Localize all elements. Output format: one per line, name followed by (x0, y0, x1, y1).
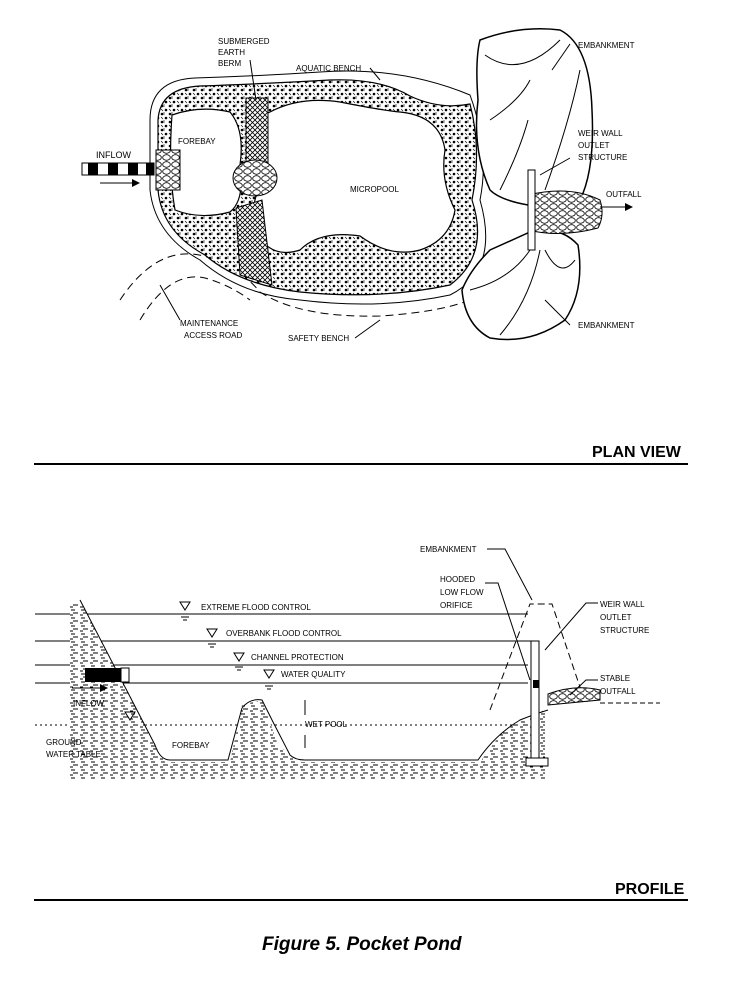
label-ground-water-1: GROUND (46, 738, 82, 747)
label-hooded-2: LOW FLOW (440, 588, 484, 597)
label-extreme-flood: EXTREME FLOOD CONTROL (201, 603, 311, 612)
label-weir-wall-3: STRUCTURE (578, 153, 627, 162)
forebay (169, 108, 242, 217)
embankment-profile (489, 603, 586, 711)
label-forebay: FOREBAY (178, 137, 216, 146)
label-maintenance-road-2: ACCESS ROAD (184, 331, 242, 340)
outfall-riprap (527, 190, 603, 235)
label-micropool: MICROPOOL (350, 185, 399, 194)
label-safety-bench: SAFETY BENCH (288, 334, 349, 343)
safety-bench-outline (149, 70, 487, 305)
pond-bottom-profile (79, 599, 549, 761)
label-embankment-bottom: EMBANKMENT (578, 321, 635, 330)
label-submerged-berm-1: SUBMERGED (218, 37, 270, 46)
water-level-symbols (124, 601, 275, 721)
plan-view-title: PLAN VIEW (592, 444, 682, 461)
label-weir-wall-2: OUTLET (600, 613, 632, 622)
figure-caption: Figure 5. Pocket Pond (262, 934, 462, 955)
label-wet-pool: WET POOL (305, 720, 348, 729)
label-ground-water-2: WATER TABLE (46, 750, 101, 759)
label-submerged-berm-2: EARTH (218, 48, 245, 57)
label-overbank-flood: OVERBANK FLOOD CONTROL (226, 629, 342, 638)
label-hooded-1: HOODED (440, 575, 475, 584)
label-outfall: OUTFALL (606, 190, 642, 199)
label-aquatic-bench: AQUATIC BENCH (296, 64, 361, 73)
label-embankment-top: EMBANKMENT (578, 41, 635, 50)
plan-labels: SUBMERGED EARTH BERM AQUATIC BENCH EMBAN… (96, 37, 642, 343)
ground-soil (70, 600, 545, 780)
label-inflow: INFLOW (73, 699, 105, 708)
label-forebay: FOREBAY (172, 741, 210, 750)
micropool (250, 99, 456, 254)
label-water-quality: WATER QUALITY (281, 670, 346, 679)
profile-labels: EMBANKMENT HOODED LOW FLOW ORIFICE WEIR … (46, 545, 649, 759)
label-weir-wall-1: WEIR WALL (600, 600, 645, 609)
label-stable-outfall-1: STABLE (600, 674, 630, 683)
label-stable-outfall-2: OUTFALL (600, 687, 636, 696)
label-weir-wall-3: STRUCTURE (600, 626, 649, 635)
label-weir-wall-2: OUTLET (578, 141, 610, 150)
label-embankment: EMBANKMENT (420, 545, 477, 554)
submerged-earth-berm (245, 97, 269, 169)
weir-wall-profile (530, 640, 540, 762)
inflow-pipe (81, 162, 155, 187)
stable-outfall (547, 687, 601, 706)
embankment-lower (461, 229, 581, 341)
profile-view (35, 548, 660, 780)
label-submerged-berm-3: BERM (218, 59, 241, 68)
label-weir-wall-1: WEIR WALL (578, 129, 623, 138)
weir-wall (527, 169, 536, 251)
label-maintenance-road-1: MAINTENANCE (180, 319, 238, 328)
label-hooded-3: ORIFICE (440, 601, 472, 610)
profile-title: PROFILE (615, 881, 685, 898)
label-channel-protection: CHANNEL PROTECTION (251, 653, 344, 662)
label-inflow: INFLOW (96, 150, 132, 160)
plan-view (81, 28, 633, 341)
